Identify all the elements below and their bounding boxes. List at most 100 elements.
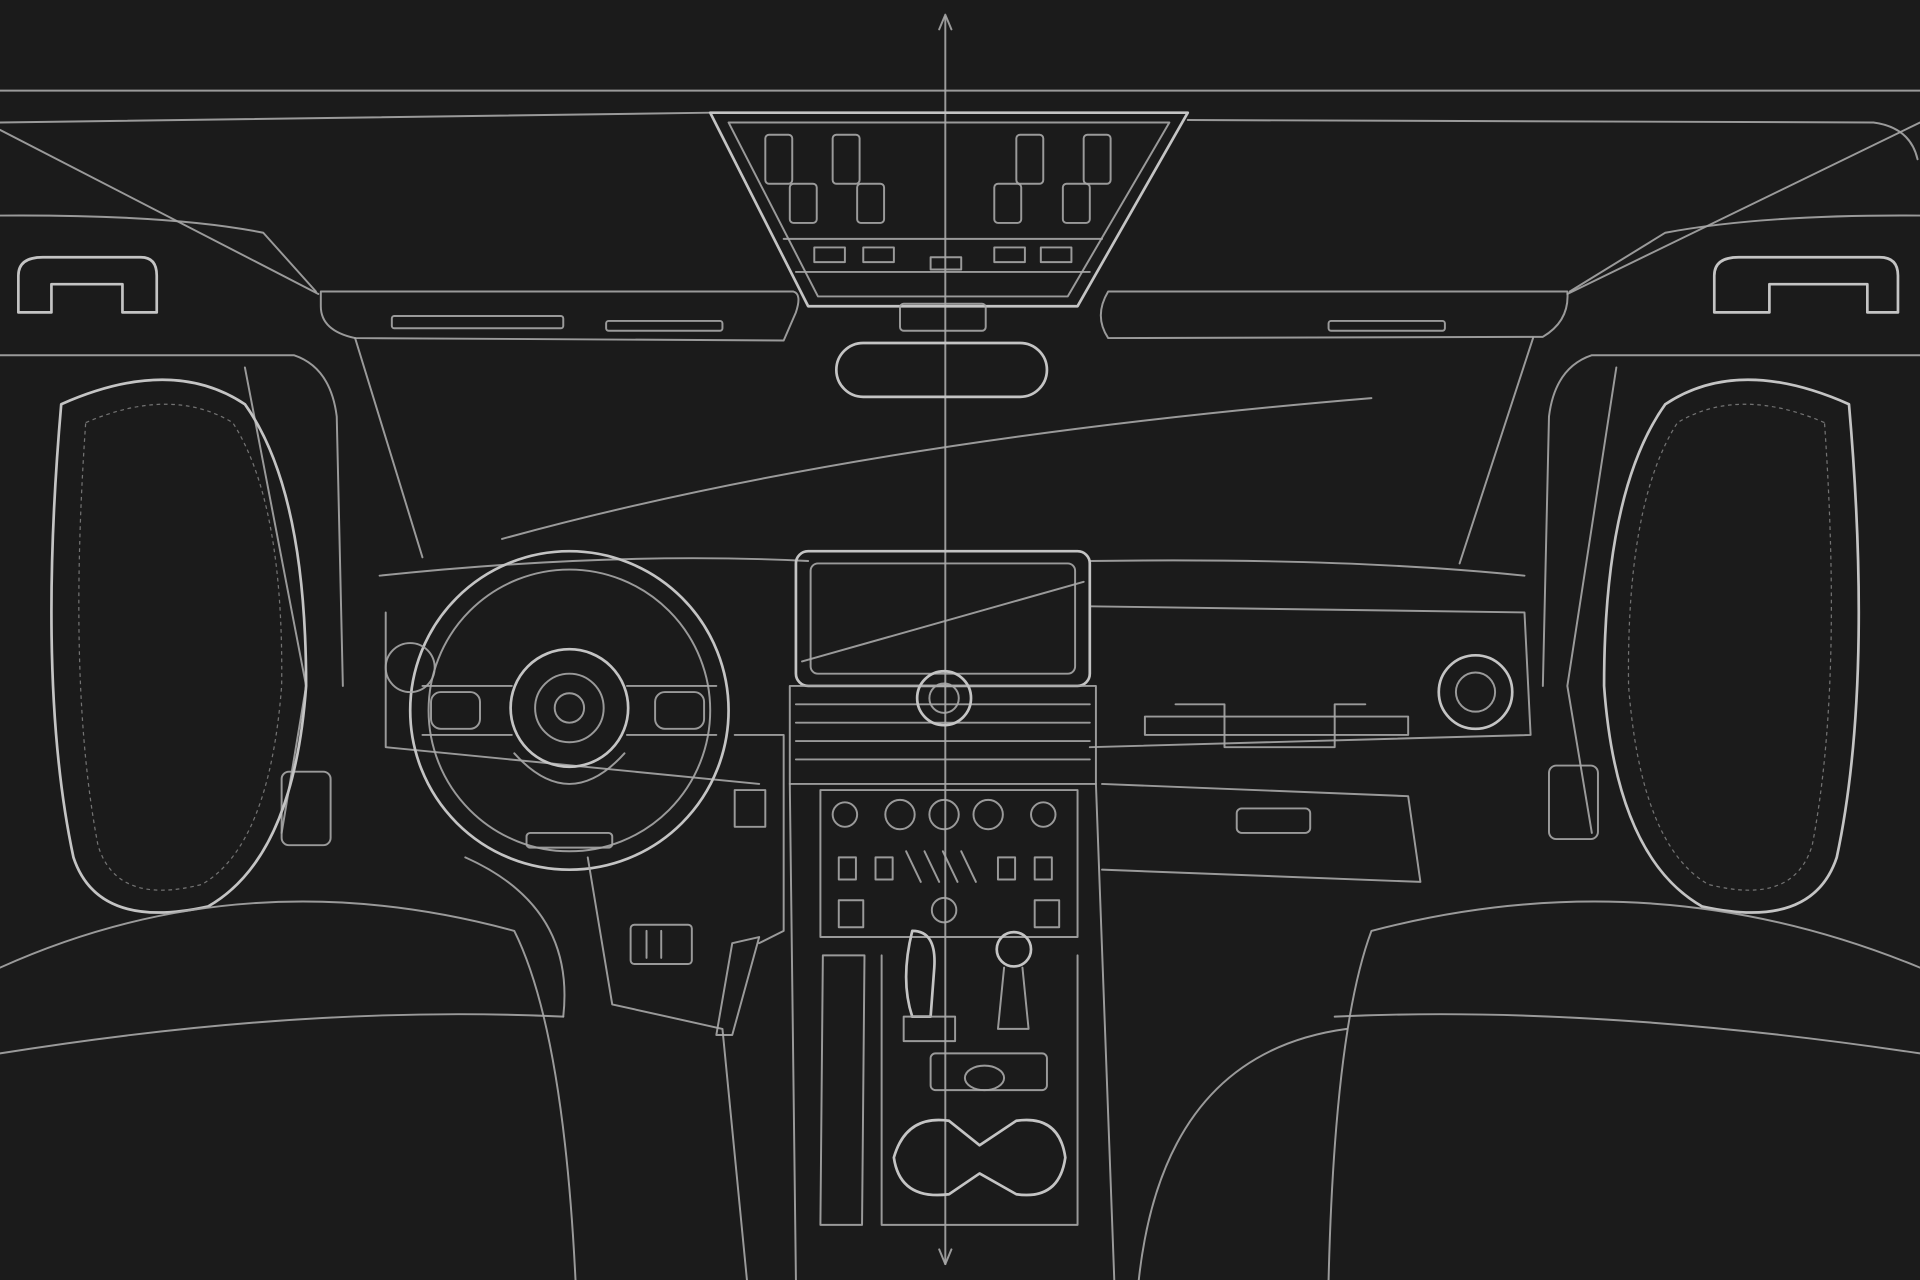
sketch-stroke: [1327, 319, 1446, 332]
sketch-stroke: [733, 733, 785, 945]
glovebox-handle: [1235, 807, 1312, 834]
sketch-stroke: [509, 647, 630, 769]
sketch-stroke: [1101, 782, 1422, 883]
sketch-stroke: [1143, 715, 1410, 736]
sketch-stroke: [1099, 290, 1569, 340]
sketch-stroke: [1548, 764, 1599, 841]
roof-outline: [0, 89, 1920, 295]
sketch-stroke: [788, 684, 1097, 785]
sketch-stroke: [1541, 354, 1920, 687]
sketch-stroke: [874, 856, 894, 881]
sketch-stroke: [884, 798, 916, 831]
sketch-stroke: [764, 133, 794, 185]
sketch-stroke: [390, 315, 565, 330]
sketch-stroke: [1627, 403, 1832, 891]
sketch-stroke: [929, 1052, 1048, 1092]
sketch-stroke: [534, 672, 605, 744]
sketch-stroke: [0, 354, 344, 687]
sketch-stroke: [1602, 378, 1861, 914]
rear-view-mirror: [834, 341, 1049, 399]
sketch-stroke: [1030, 801, 1057, 828]
sketch-stroke: [1061, 182, 1091, 224]
sketch-stroke: [993, 182, 1023, 224]
sketch-stroke: [972, 798, 1004, 831]
door-right: [1541, 354, 1920, 841]
grab-handle-right: [1712, 255, 1900, 314]
sketch-stroke: [813, 246, 846, 264]
sketch-stroke: [938, 13, 953, 1266]
wheel-button-right: [654, 691, 706, 730]
sketch-stroke: [645, 929, 663, 959]
sketch-stroke: [1033, 856, 1053, 881]
sketch-stroke: [280, 770, 332, 847]
sketch-stroke: [0, 900, 577, 1280]
sketch-stroke: [801, 580, 1085, 663]
sun-visor-left: [319, 290, 800, 342]
sketch-stroke: [899, 302, 987, 332]
sketch-stroke: [930, 896, 958, 924]
infotainment-screen: [794, 549, 1092, 688]
sketch-stroke: [837, 899, 865, 929]
sketch-stroke: [464, 856, 748, 1280]
steering-wheel: [384, 549, 730, 872]
sketch-stroke: [963, 1064, 1006, 1092]
sketch-stroke: [1333, 1013, 1920, 1055]
sketch-stroke: [50, 378, 308, 914]
sketch-stroke: [0, 214, 1920, 293]
sun-visor-right: [1099, 290, 1569, 340]
sketch-stroke: [788, 782, 1116, 1280]
shift-knob: [995, 930, 1033, 968]
center-console: [788, 782, 1116, 1280]
sketch-stroke: [819, 789, 1079, 939]
seat-left: [0, 378, 577, 1280]
sketch-stroke: [525, 831, 614, 849]
sketch-stroke: [1454, 671, 1497, 713]
sketch-stroke: [354, 337, 1535, 565]
handbrake: [819, 954, 866, 1226]
sketch-stroke: [0, 111, 1919, 161]
sketch-stroke: [1712, 255, 1900, 314]
sketch-stroke: [902, 1015, 957, 1043]
sketch-stroke: [831, 801, 859, 828]
dashboard: [378, 557, 1532, 883]
sketch-stroke: [513, 752, 626, 785]
sketch-stroke: [1566, 366, 1618, 834]
sketch-stroke: [1033, 899, 1061, 929]
sketch-stroke: [928, 682, 960, 714]
sketch-stroke: [929, 256, 963, 271]
sketch-stroke: [384, 605, 1532, 785]
seat-right: [1137, 378, 1920, 1280]
sketch-stroke: [629, 923, 693, 965]
windshield: [354, 337, 1535, 565]
sketch-stroke: [905, 850, 977, 883]
sketch-stroke: [78, 403, 283, 891]
sketch-stroke: [856, 182, 886, 224]
sketch-stroke: [1039, 246, 1073, 264]
sketch-stroke: [605, 319, 724, 332]
footwell-left: [464, 733, 785, 1280]
sketch-stroke: [831, 133, 861, 185]
sketch-stroke: [996, 856, 1017, 881]
air-vent-right: [1437, 653, 1514, 731]
grab-handle-left: [17, 255, 159, 314]
sketch-stroke: [378, 557, 1526, 577]
sketch-stroke: [0, 121, 1920, 295]
overhead-switch-row: [764, 133, 1112, 332]
center-stack: [788, 669, 1097, 939]
gear-lever: [904, 929, 936, 1018]
center-axis-line: [938, 13, 953, 1266]
sketch-stroke: [788, 182, 818, 224]
sketch-stroke: [501, 397, 1373, 540]
sketch-stroke: [993, 246, 1026, 264]
sketch-stroke: [1082, 133, 1112, 185]
sketch-stroke: [715, 936, 761, 1037]
sketch-stroke: [427, 568, 712, 853]
sketch-stroke: [880, 954, 1079, 1226]
sketch-stroke: [1137, 1027, 1348, 1280]
sketch-stroke: [408, 549, 730, 872]
sketch-stroke: [794, 703, 1091, 761]
center-logo-emblem: [915, 669, 973, 727]
sketch-stroke: [708, 111, 1190, 308]
overhead-console: [708, 111, 1190, 332]
